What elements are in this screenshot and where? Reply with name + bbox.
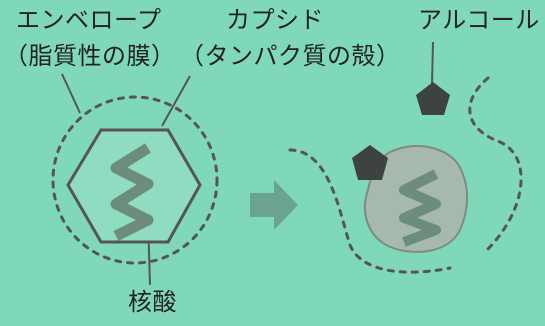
envelope-dashed-circle (51, 95, 219, 265)
nucleic-acid-zigzag (110, 143, 154, 241)
broken-envelope-fragment-right (468, 76, 523, 254)
broken-envelope-fragment-left (288, 148, 452, 274)
nucleic-acid-label: 核酸 (128, 288, 177, 316)
pentagon-icon-alcohol-attached (352, 145, 388, 180)
capsid-sublabel: （タンパク質の殻） (180, 42, 401, 70)
nucleic-acid-zigzag-damaged (399, 169, 441, 247)
pentagon-icon-alcohol-top (416, 82, 450, 115)
envelope-leader-line (61, 73, 81, 114)
capsid-label: カプシド (226, 6, 324, 34)
envelope-sublabel: （脂質性の膜） (4, 42, 176, 70)
alcohol-leader-line (431, 41, 434, 85)
envelope-label: エンベロープ (16, 6, 162, 34)
alcohol-label: アルコール (418, 6, 540, 34)
capsid-leader-line (161, 75, 191, 127)
capsid-hexagon (66, 128, 202, 244)
right-arrow-icon (250, 180, 298, 230)
